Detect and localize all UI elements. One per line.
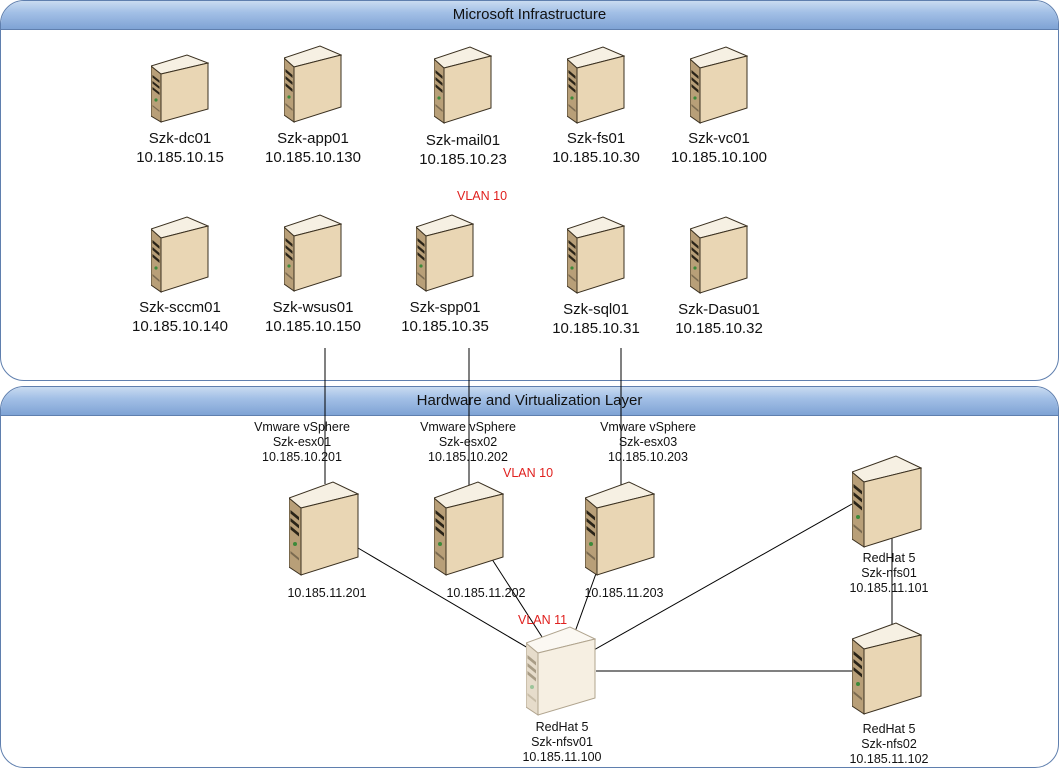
server-tower-icon	[690, 216, 748, 294]
server-name: Szk-nfs02	[861, 737, 917, 751]
server-ip: 10.185.10.31	[552, 320, 640, 337]
server-ip: 10.185.10.203	[608, 450, 688, 464]
server-name: Szk-app01	[277, 130, 349, 147]
server-label-vc01: Szk-vc01 10.185.10.100	[659, 129, 779, 167]
server-label-nfs02: RedHat 5 Szk-nfs02 10.185.11.102	[829, 722, 949, 767]
server-name: Szk-vc01	[688, 130, 750, 147]
server-os: RedHat 5	[535, 720, 589, 734]
server-label-nfsv01: RedHat 5 Szk-nfsv01 10.185.11.100	[502, 720, 622, 765]
panel-title-microsoft-infrastructure: Microsoft Infrastructure	[1, 1, 1058, 30]
server-tower-icon	[434, 481, 504, 576]
server-ip: 10.185.10.23	[419, 151, 507, 168]
server-label-mail01: Szk-mail01 10.185.10.23	[403, 131, 523, 169]
server-label-esx03: Vmware vSphere Szk-esx03 10.185.10.203	[588, 420, 708, 465]
panel-title-hardware-virtualization: Hardware and Virtualization Layer	[1, 387, 1058, 416]
server-name: Szk-esx01	[272, 435, 332, 449]
server-ip: 10.185.10.202	[428, 450, 508, 464]
server-name: Szk-esx02	[438, 435, 498, 449]
server-tower-icon	[852, 455, 922, 548]
server-label-app01: Szk-app01 10.185.10.130	[253, 129, 373, 167]
server-ip: 10.185.10.30	[552, 149, 640, 166]
server-tower-icon	[416, 214, 474, 292]
server-ip: 10.185.10.130	[265, 149, 361, 166]
server-os: RedHat 5	[862, 551, 916, 565]
server-ip: 10.185.11.100	[522, 750, 602, 764]
server-name: Szk-mail01	[425, 132, 501, 149]
server-ip: 10.185.10.201	[262, 450, 342, 464]
server-ip: 10.185.10.100	[671, 149, 767, 166]
link-nfs01-nfsv01	[561, 503, 853, 669]
server-tower-icon	[690, 46, 748, 124]
server-ip: 10.185.10.150	[265, 318, 361, 335]
server-ip: 10.185.11.102	[849, 752, 929, 766]
server-ip: 10.185.10.15	[136, 149, 224, 166]
server-ip: 10.185.10.35	[401, 318, 489, 335]
vlan-label: VLAN 10	[457, 189, 508, 203]
server-name: Szk-esx03	[618, 435, 678, 449]
server-name: Szk-spp01	[409, 299, 481, 316]
server-name: Szk-nfsv01	[531, 735, 593, 749]
server-label-esx01: Vmware vSphere Szk-esx01 10.185.10.201	[242, 420, 362, 465]
server-tower-icon	[284, 45, 342, 123]
vlan-label: VLAN 11	[518, 613, 568, 627]
server-label-esx02: Vmware vSphere Szk-esx02 10.185.10.202	[408, 420, 528, 465]
server-label-spp01: Szk-spp01 10.185.10.35	[385, 298, 505, 336]
server-tower-icon	[852, 622, 922, 715]
server-name: Szk-sccm01	[139, 299, 221, 316]
server-tower-light-icon	[526, 626, 596, 716]
vlan-label: VLAN 10	[503, 466, 554, 480]
server-tower-icon	[585, 481, 655, 576]
server-ip: 10.185.11.101	[849, 581, 929, 595]
server-name: Szk-sql01	[563, 301, 629, 318]
server-name: Szk-fs01	[566, 130, 626, 147]
host-platform: Vmware vSphere	[600, 420, 696, 434]
server-name: Szk-Dasu01	[678, 301, 760, 318]
server-tower-icon	[151, 216, 209, 293]
storage-ip-esx03: 10.185.11.203	[584, 586, 664, 600]
server-label-sql01: Szk-sql01 10.185.10.31	[536, 300, 656, 338]
server-label-dasu01: Szk-Dasu01 10.185.10.32	[659, 300, 779, 338]
host-platform: Vmware vSphere	[420, 420, 516, 434]
server-label-nfs01: RedHat 5 Szk-nfs01 10.185.11.101	[829, 551, 949, 596]
server-tower-icon	[289, 481, 359, 576]
server-name: Szk-wsus01	[272, 299, 354, 316]
server-label-dc01: Szk-dc01 10.185.10.15	[125, 129, 235, 167]
server-label-fs01: Szk-fs01 10.185.10.30	[536, 129, 656, 167]
server-tower-icon	[567, 46, 625, 124]
server-tower-icon	[284, 214, 342, 292]
storage-ip-esx01: 10.185.11.201	[287, 586, 367, 600]
server-ip: 10.185.10.140	[132, 318, 228, 335]
host-platform: Vmware vSphere	[254, 420, 350, 434]
server-name: Szk-dc01	[148, 130, 212, 147]
storage-ip-esx02: 10.185.11.202	[446, 586, 526, 600]
server-os: RedHat 5	[862, 722, 916, 736]
server-tower-icon	[434, 46, 492, 124]
server-label-sccm01: Szk-sccm01 10.185.10.140	[120, 298, 240, 336]
server-ip: 10.185.10.32	[675, 320, 763, 337]
server-label-wsus01: Szk-wsus01 10.185.10.150	[253, 298, 373, 336]
server-name: Szk-nfs01	[861, 566, 917, 580]
server-tower-icon	[151, 54, 209, 123]
server-tower-icon	[567, 216, 625, 294]
